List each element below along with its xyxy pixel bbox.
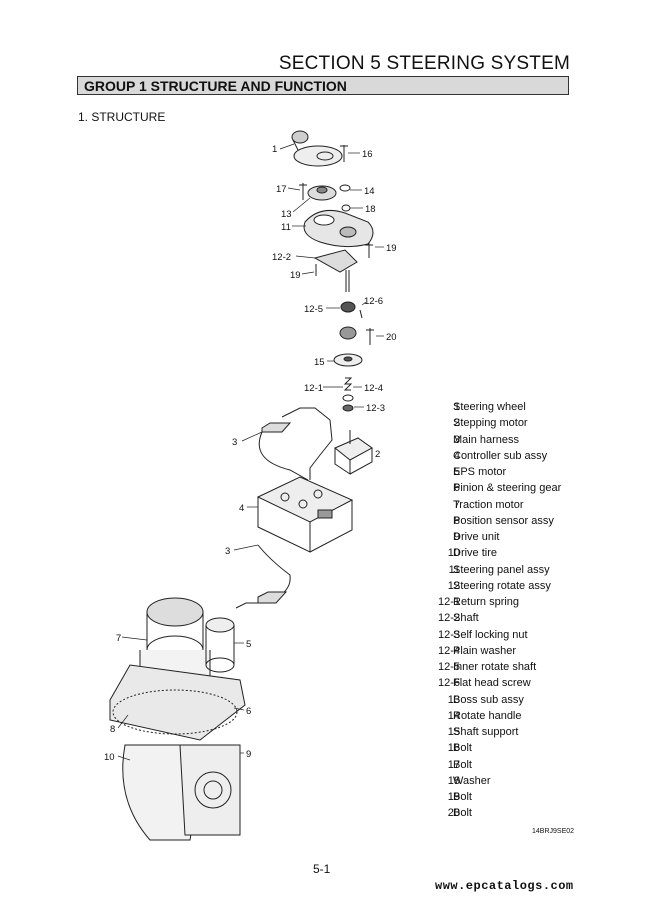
stepping-motor-part bbox=[334, 430, 373, 475]
eps-motor-part bbox=[205, 617, 235, 673]
callout-3-lower: 3 bbox=[225, 546, 230, 557]
callout-10: 10 bbox=[104, 752, 115, 763]
callout-20: 20 bbox=[386, 332, 397, 343]
callout-16: 16 bbox=[362, 149, 373, 160]
page-number: 5-1 bbox=[313, 862, 331, 876]
callout-9: 9 bbox=[246, 749, 251, 760]
group-header: GROUP 1 STRUCTURE AND FUNCTION bbox=[77, 76, 569, 95]
callout-7: 7 bbox=[116, 633, 121, 644]
steering-panel-part bbox=[303, 210, 374, 248]
callout-8: 8 bbox=[110, 724, 115, 735]
boss-sub-assy-part bbox=[307, 185, 337, 201]
callout-12-1: 12-1 bbox=[304, 383, 323, 394]
callout-1: 1 bbox=[272, 144, 277, 155]
callout-15: 15 bbox=[314, 357, 325, 368]
callout-5: 5 bbox=[246, 639, 251, 650]
subsection-title: 1. STRUCTURE bbox=[78, 110, 166, 124]
callout-12-3: 12-3 bbox=[366, 403, 385, 414]
footer-url[interactable]: www.epcatalogs.com bbox=[435, 879, 574, 893]
controller-part bbox=[256, 476, 354, 553]
steering-wheel-part bbox=[291, 130, 343, 167]
callout-4: 4 bbox=[239, 503, 244, 514]
callout-19-right: 19 bbox=[386, 243, 397, 254]
drawing-code: 14BRJ9SE02 bbox=[532, 828, 575, 835]
section-title: SECTION 5 STEERING SYSTEM bbox=[278, 53, 570, 74]
callout-18: 18 bbox=[365, 204, 376, 215]
callout-17: 17 bbox=[276, 184, 287, 195]
callout-19-left: 19 bbox=[290, 270, 301, 281]
callout-14: 14 bbox=[364, 186, 375, 197]
callout-3-upper: 3 bbox=[232, 437, 237, 448]
callout-13: 13 bbox=[281, 209, 292, 220]
group-title: GROUP 1 STRUCTURE AND FUNCTION bbox=[84, 78, 347, 94]
callout-12-2: 12-2 bbox=[272, 252, 291, 263]
callout-12-4: 12-4 bbox=[364, 383, 383, 394]
callout-11: 11 bbox=[281, 222, 291, 233]
drive-unit-part bbox=[122, 744, 241, 841]
callout-12-6: 12-6 bbox=[364, 296, 383, 307]
callout-12-5: 12-5 bbox=[304, 304, 323, 315]
callout-2: 2 bbox=[375, 449, 380, 460]
callout-6: 6 bbox=[246, 706, 251, 717]
